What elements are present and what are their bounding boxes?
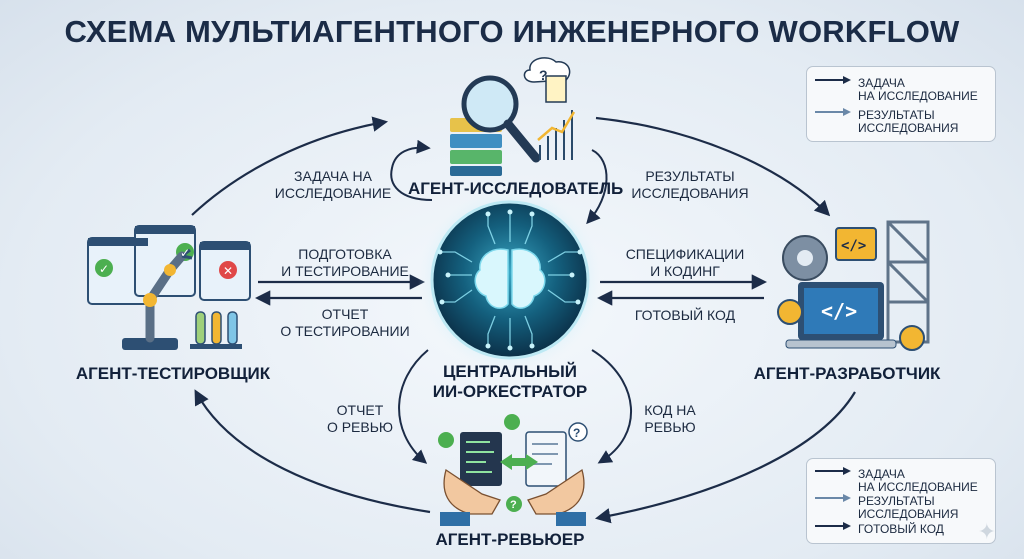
edge-label-test-report: ОТЧЕТ О ТЕСТИРОВАНИИ [280,306,410,339]
developer-label: АГЕНТ-РАЗРАБОТЧИК [753,364,941,383]
legend-bottom: ЗАДАЧА НА ИССЛЕДОВАНИЕ РЕЗУЛЬТАТЫ ИССЛЕД… [806,458,996,544]
question-icon: ? [573,426,580,440]
researcher-icon [450,57,576,176]
legend-item: РЕЗУЛЬТАТЫ ИССЛЕДОВАНИЯ [815,108,958,135]
orchestrator-orb-icon [418,188,602,372]
tester-label: АГЕНТ-ТЕСТИРОВЩИК [75,364,271,383]
legend-item: ГОТОВЫЙ КОД [815,522,944,536]
edge-label-research-task: ЗАДАЧА НА ИССЛЕДОВАНИЕ [274,168,392,201]
developer-icon [777,220,930,351]
legend-item: РЕЗУЛЬТАТЫ ИССЛЕДОВАНИЯ [815,494,958,521]
question-icon: ? [510,499,517,511]
edge-label-review-report: ОТЧЕТ О РЕВЬЮ [326,402,394,435]
arrow-researcher-to-orchestrator-left [390,139,433,201]
arrow-dark-icon [815,467,851,475]
tester-icon [87,225,251,350]
arrow-orchestrator-to-researcher-right [586,149,608,225]
sparkle-icon: ✦ [977,519,996,544]
check-icon: ✓ [180,246,190,260]
researcher-label: АГЕНТ-ИССЛЕДОВАТЕЛЬ [408,179,624,198]
legend-item: ЗАДАЧА НА ИССЛЕДОВАНИЕ [815,467,978,494]
arrow-developer-to-reviewer [594,391,856,524]
brain-icon [474,248,546,309]
arrow-tester-to-researcher [191,116,389,216]
check-icon: ✓ [99,262,109,276]
reviewer-label: АГЕНТ-РЕВЬЮЕР [435,530,585,549]
edge-label-ready-code: ГОТОВЫЙ КОД [634,307,736,323]
arrow-reviewer-to-tester [194,389,431,514]
edge-label-spec-coding: СПЕЦИФИКАЦИИ И КОДИНГ [625,246,745,279]
arrow-light-icon [815,108,851,116]
edge-label-code-review: КОД НА РЕВЬЮ [644,402,696,435]
arrow-dark-icon [815,522,851,530]
arrow-dark-icon [815,76,851,84]
arrow-researcher-to-developer [595,116,831,217]
code-icon: </> [841,238,866,254]
reviewer-icon [438,414,588,526]
arrow-orchestrator-to-reviewer-left [398,349,429,464]
cross-icon: ✕ [223,264,233,278]
question-icon: ? [539,67,548,83]
code-icon: </> [821,299,857,323]
page-title: СХЕМА МУЛЬТИАГЕНТНОГО ИНЖЕНЕРНОГО WORKFL… [64,14,960,49]
edge-label-research-results: РЕЗУЛЬТАТЫ ИССЛЕДОВАНИЯ [631,168,749,201]
legend-item: ЗАДАЧА НА ИССЛЕДОВАНИЕ [815,76,978,103]
edge-label-prep-testing: ПОДГОТОВКА И ТЕСТИРОВАНИЕ [281,246,409,279]
orchestrator-label: ЦЕНТРАЛЬНЫЙ ИИ-ОРКЕСТРАТОР [432,362,588,401]
legend-top: ЗАДАЧА НА ИССЛЕДОВАНИЕ РЕЗУЛЬТАТЫ ИССЛЕД… [806,66,996,142]
arrow-light-icon [815,494,851,502]
arrow-orchestrator-to-reviewer-right [591,349,633,464]
